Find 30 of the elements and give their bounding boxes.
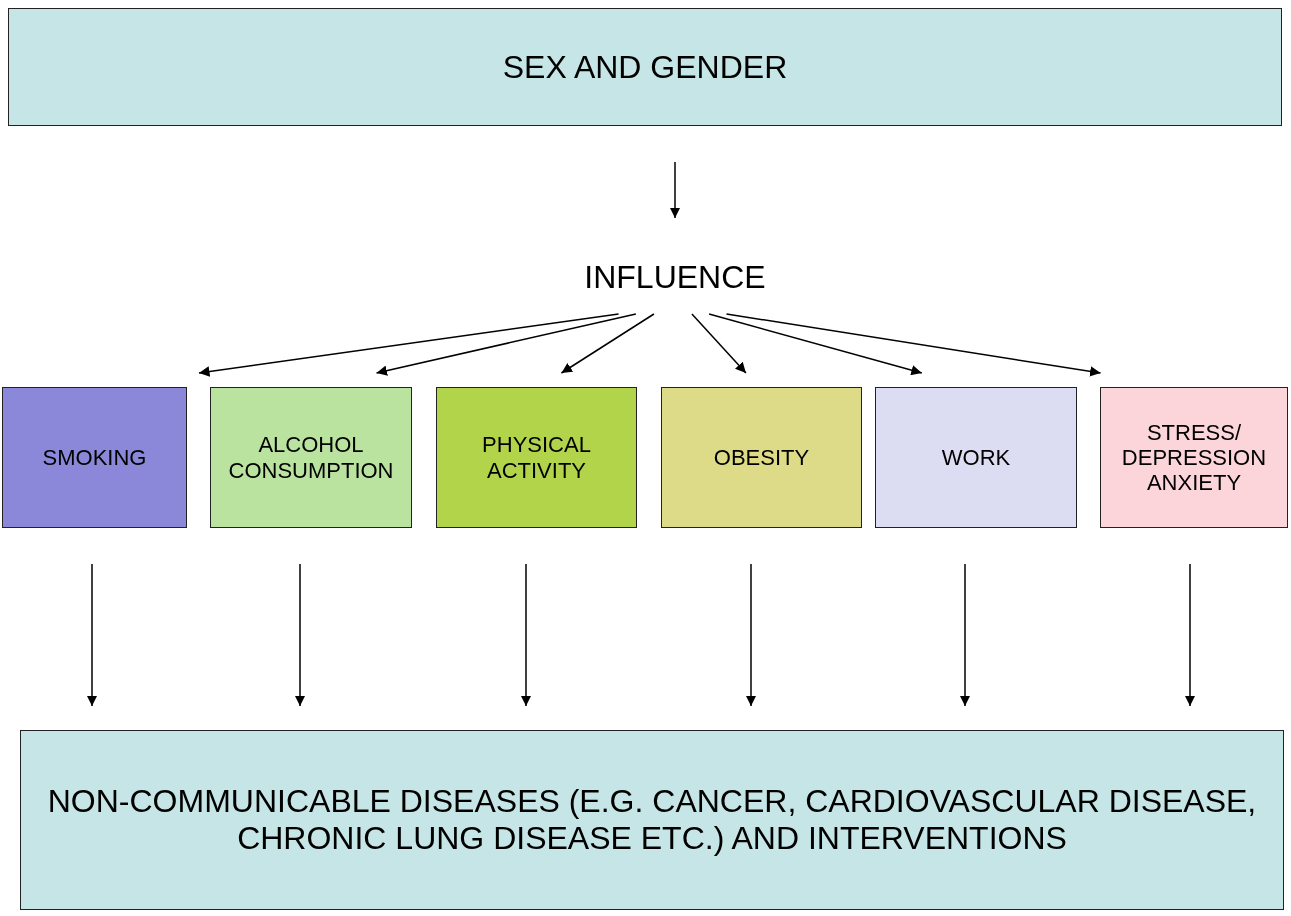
box-text: SMOKING (42, 444, 147, 471)
arrow (669, 161, 681, 219)
process-box (2, 387, 187, 528)
arrow (86, 563, 98, 707)
box-text: STRESS/ DEPRESSION ANXIETY (1120, 419, 1268, 496)
arrow (725, 313, 1102, 377)
box-text: SEX AND GENDER (502, 48, 788, 86)
arrow (198, 313, 620, 377)
arrow (294, 563, 306, 707)
arrow (959, 563, 971, 707)
arrow (745, 563, 757, 707)
box-text: PHYSICAL ACTIVITY (481, 432, 592, 483)
process-box (661, 387, 862, 528)
process-box (1100, 387, 1288, 528)
process-box (8, 8, 1282, 126)
process-box (875, 387, 1077, 528)
arrow (708, 313, 923, 376)
box-text: NON-COMMUNICABLE DISEASES (E.G. CANCER, CARDIOVASCULAR DISEASE, CHRONIC LUNG DISEASE ETC.) AND INTERVENTIONS (46, 783, 1258, 857)
process-box (436, 387, 637, 528)
arrow (520, 563, 532, 707)
box-text: INFLUENCE (584, 258, 766, 296)
arrow (691, 313, 747, 374)
process-box (210, 387, 412, 528)
arrow (1184, 563, 1196, 707)
process-box (20, 730, 1284, 910)
box-text: ALCOHOL CONSUMPTION (227, 432, 395, 483)
arrow (560, 313, 655, 374)
box-text: WORK (941, 444, 1011, 471)
box-text: OBESITY (713, 444, 810, 471)
arrow (375, 313, 637, 376)
